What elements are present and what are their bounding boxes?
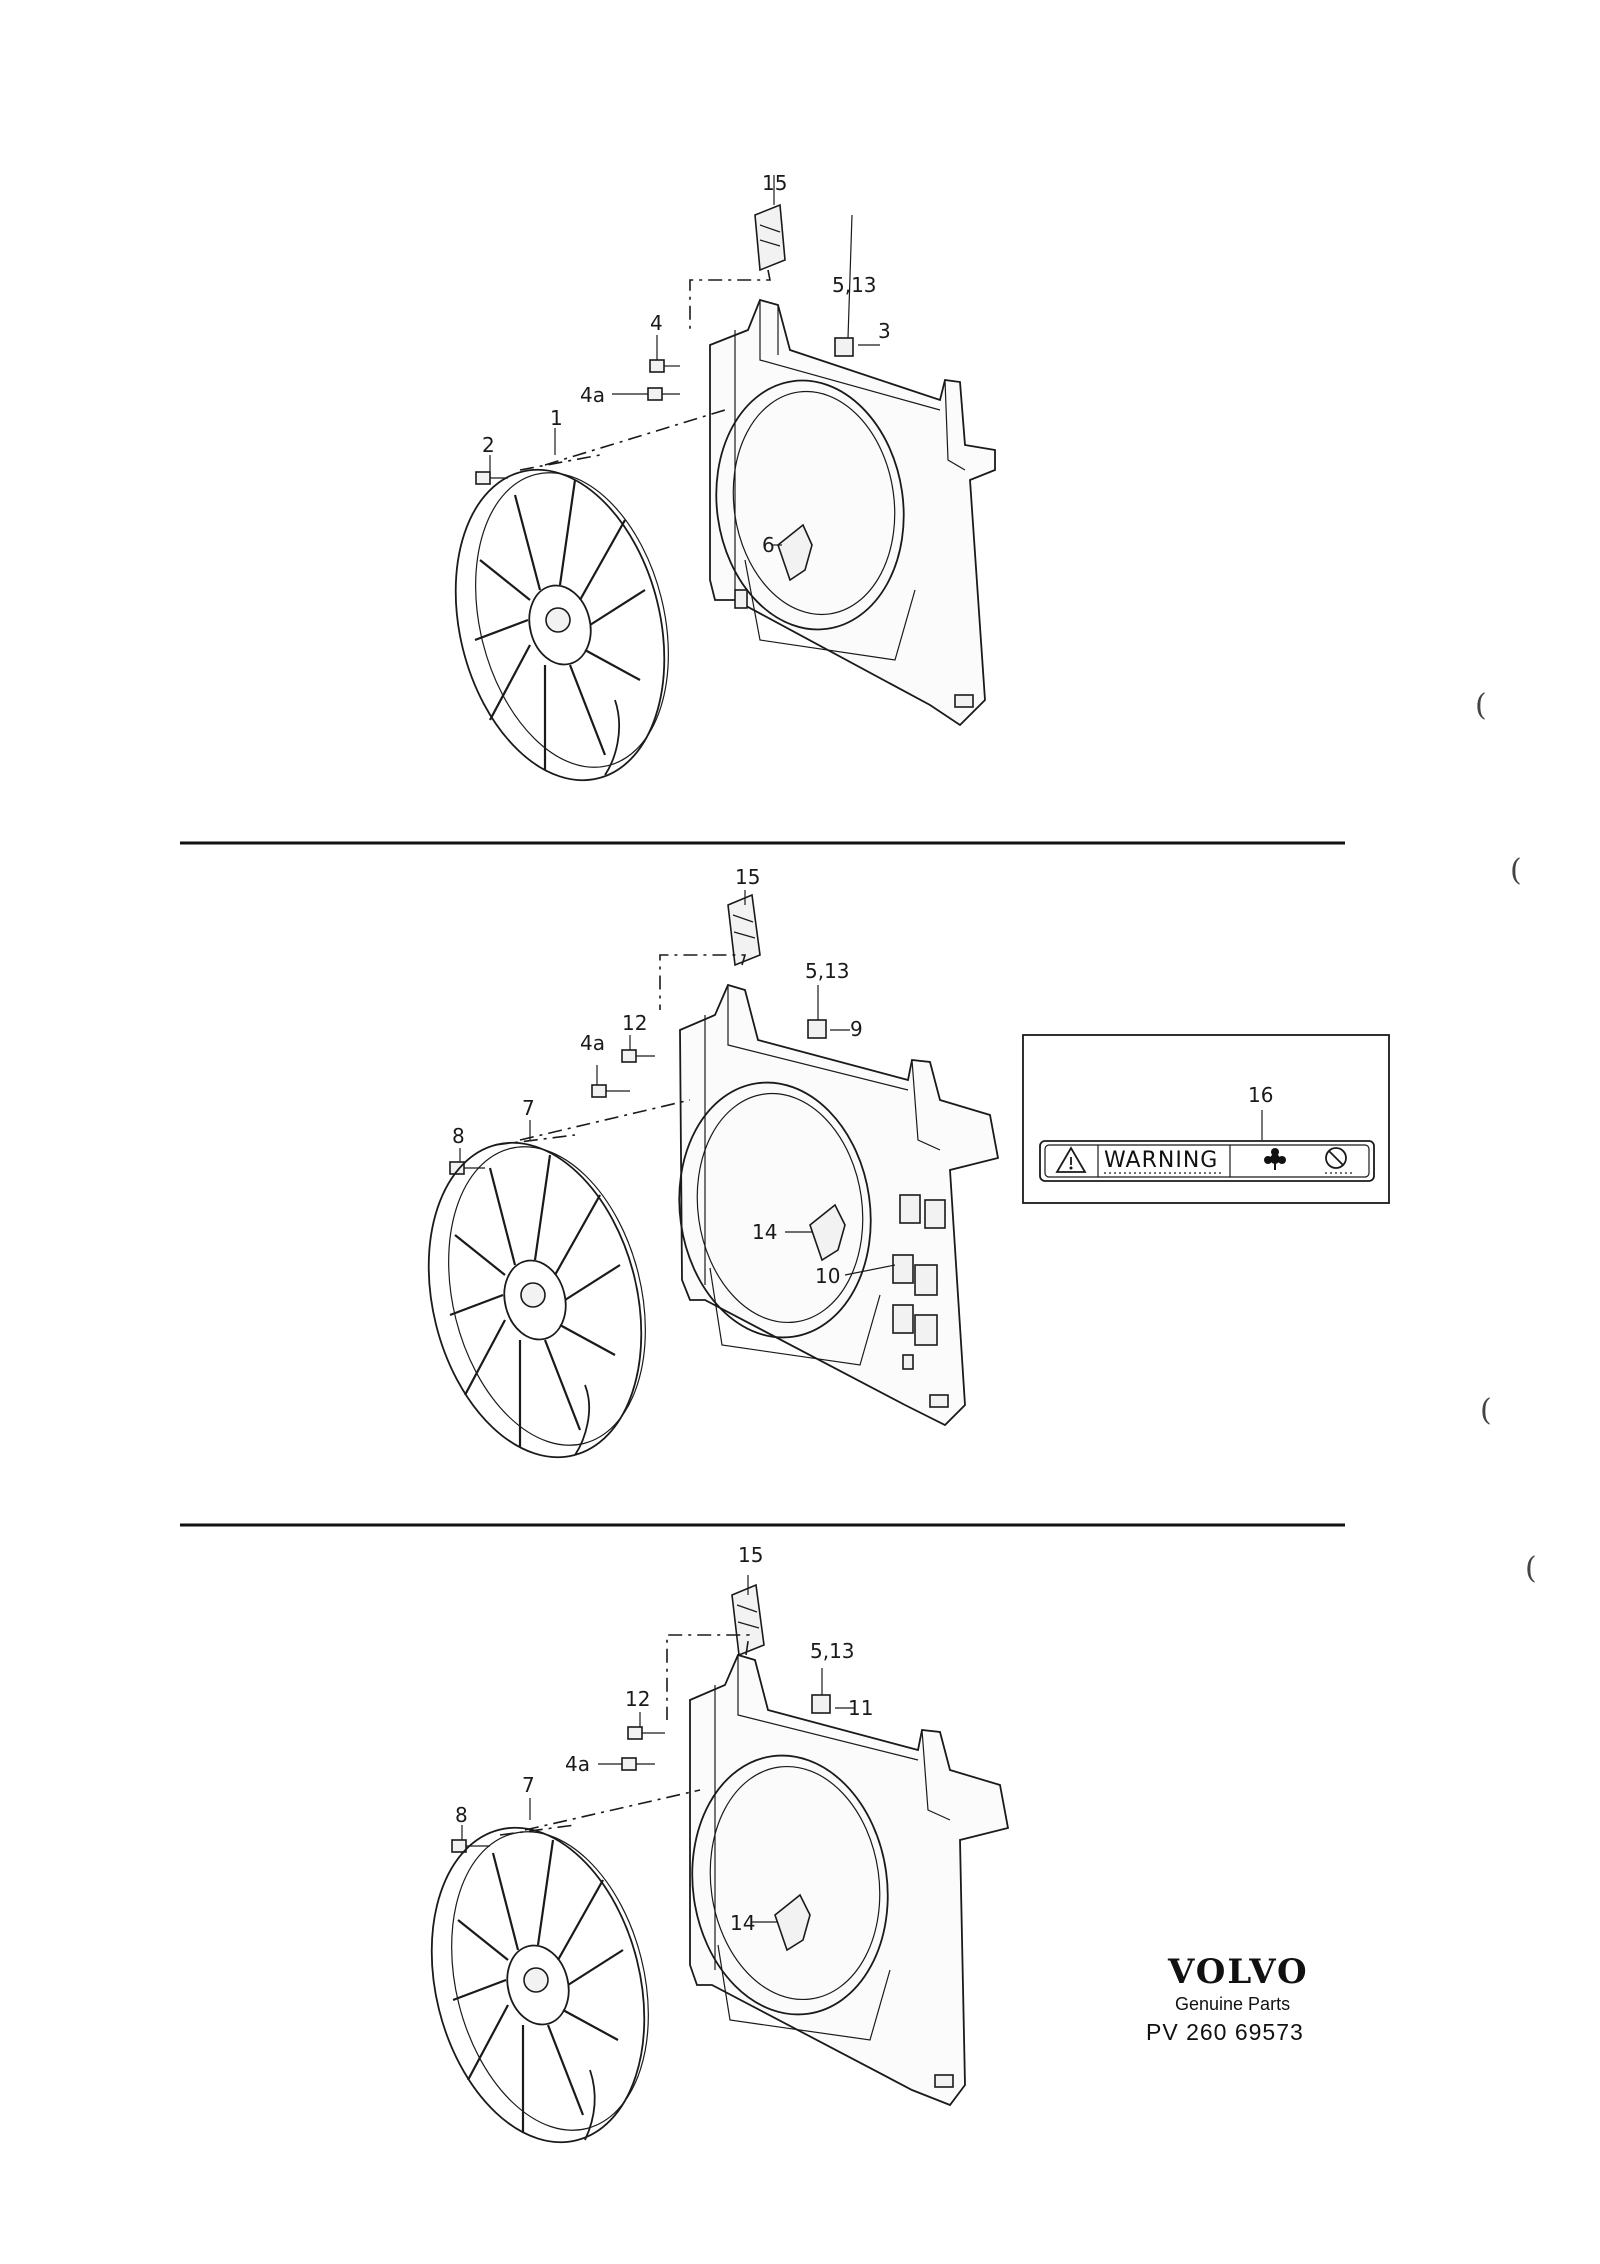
callout-8: 8 (452, 1124, 465, 1148)
callout-4a: 4a (565, 1752, 590, 1776)
margin-mark: ( (1510, 853, 1522, 888)
callout-15: 15 (735, 865, 760, 889)
callout-8: 8 (455, 1803, 468, 1827)
label-group-10 (892, 1194, 946, 1370)
callout-14: 14 (752, 1220, 777, 1244)
fan-icon (1264, 1148, 1286, 1170)
callout-15: 15 (738, 1543, 763, 1567)
margin-mark: ( (1475, 688, 1487, 723)
clip-5-13 (811, 1694, 831, 1714)
callout-2: 2 (482, 433, 495, 457)
no-hand-icon (1325, 1147, 1355, 1174)
screw-4a (591, 1084, 630, 1098)
callout-14: 14 (730, 1911, 755, 1935)
fan-shroud-11 (689, 1653, 1010, 2107)
warning-triangle-icon (1055, 1146, 1087, 1173)
bracket-14 (774, 1893, 811, 1952)
callout-5-13: 5,13 (805, 959, 850, 983)
fan-1 (454, 468, 669, 782)
brand-tagline: Genuine Parts (1175, 1994, 1290, 2014)
fan-7 (430, 1826, 649, 2144)
screw-4a (647, 387, 680, 401)
callout-7: 7 (522, 1096, 535, 1120)
callout-5-13: 5,13 (810, 1639, 855, 1663)
screw-2 (475, 471, 508, 485)
callout-4a: 4a (580, 1031, 605, 1055)
callout-16: 16 (1248, 1083, 1273, 1107)
fan-7 (427, 1141, 646, 1459)
screw-4 (649, 359, 680, 373)
fan-shroud-9 (678, 983, 1000, 1427)
relay-15 (727, 893, 761, 967)
clip-5-13 (807, 1019, 827, 1039)
callout-4: 4 (650, 311, 663, 335)
brand-block: VOLVO Genuine Parts PV 260 69573 (1146, 1952, 1309, 2045)
callout-9: 9 (850, 1017, 863, 1041)
screw-12 (627, 1726, 665, 1740)
callout-15: 15 (762, 171, 787, 195)
view-1-fan-assembly: 15 5,13 3 4 4a 1 2 6 (454, 171, 996, 782)
warning-text: WARNING (1104, 1148, 1218, 1173)
callout-4a: 4a (580, 383, 605, 407)
margin-mark: ( (1480, 1393, 1492, 1428)
bracket-14 (809, 1203, 846, 1262)
screw-8 (449, 1161, 485, 1175)
warning-label-panel: 16 WARNING (1022, 1034, 1390, 1204)
volvo-logo: VOLVO (1167, 1952, 1309, 1992)
callout-10: 10 (815, 1264, 840, 1288)
callout-6: 6 (762, 533, 775, 557)
screw-4a (621, 1757, 655, 1771)
fan-shroud-3 (709, 298, 996, 727)
view-3-fan-assembly: 15 5,13 11 12 4a 7 8 14 (430, 1543, 1010, 2144)
diagram-reference: PV 260 69573 (1146, 2019, 1304, 2045)
bracket-6 (777, 523, 813, 582)
callout-1: 1 (550, 406, 563, 430)
margin-mark: ( (1525, 1551, 1537, 1586)
view-2-fan-assembly: 15 5,13 9 12 4a 7 8 14 10 (427, 865, 1000, 1459)
clip-5-13 (834, 337, 854, 357)
callout-3: 3 (878, 319, 891, 343)
callout-11: 11 (848, 1696, 873, 1720)
callout-5-13: 5,13 (832, 273, 877, 297)
relay-15 (754, 203, 786, 272)
callout-12: 12 (625, 1687, 650, 1711)
screw-12 (621, 1049, 655, 1063)
callout-7: 7 (522, 1773, 535, 1797)
callout-12: 12 (622, 1011, 647, 1035)
